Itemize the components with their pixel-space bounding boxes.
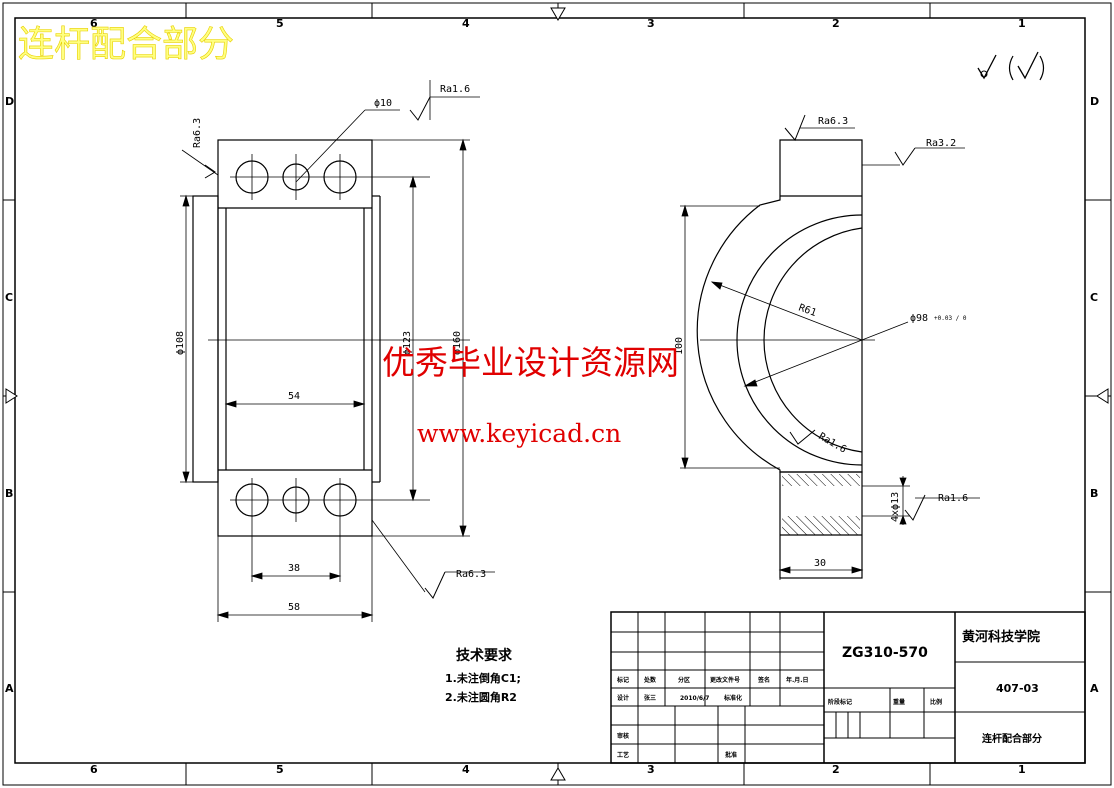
zone-col-top-0: 1: [1018, 17, 1026, 30]
zone-col-top-1: 2: [832, 17, 840, 30]
design-date: 2010/6/7: [680, 695, 709, 702]
right-view-labels: Ra6.3 Ra3.2 R61 ϕ98 +0.03 / 0 100 Ra1.6 …: [674, 116, 968, 569]
ra-holes-label: Ra1.6: [938, 493, 968, 504]
design-name: 张三: [644, 694, 656, 702]
dim-30-label: 30: [814, 558, 826, 569]
left-view-centerlines: [208, 154, 470, 522]
part-name: 连杆配合部分: [982, 732, 1042, 745]
design-standard: 标准化: [723, 694, 742, 702]
hole-dia-label: ϕ10: [374, 98, 392, 109]
zone-row-left-b: B: [5, 487, 13, 500]
title-block: [610, 611, 1086, 764]
small-count: 处数: [643, 676, 657, 684]
center-watermark: 优秀毕业设计资源网: [382, 343, 679, 382]
holes-label: 4xϕ13: [890, 492, 901, 522]
tech-title: 技术要求: [456, 647, 513, 664]
label-process: 工艺: [617, 751, 629, 759]
zone-col-top-2: 3: [647, 17, 655, 30]
radius-label: R61: [797, 302, 818, 319]
approve-label: 批准: [725, 751, 737, 759]
left-view-dimensions: [180, 80, 495, 622]
dim-58-label: 58: [288, 602, 300, 613]
school-name: 黄河科技学院: [962, 629, 1040, 645]
hatch-top: [782, 474, 860, 486]
centering-marks: [5, 7, 1109, 781]
dim-100-label: 100: [674, 337, 685, 355]
zone-row-right-b: B: [1090, 487, 1098, 500]
zone-col-bottom-0: 6: [90, 763, 98, 776]
roughness-symbol: [977, 51, 1045, 81]
zone-row-left-c: C: [5, 291, 13, 304]
small-date: 年.月.日: [786, 676, 809, 684]
ra-top-label: Ra1.6: [440, 84, 470, 95]
zone-col-bottom-2: 4: [462, 763, 470, 776]
zone-col-bottom-5: 1: [1018, 763, 1026, 776]
title-block-text: ZG310-570 黄河科技学院 407-03 连杆配合部分 标记 设计 审核 …: [616, 629, 1042, 759]
ra-top-label-right: Ra6.3: [818, 116, 848, 127]
weight-label: 重量: [893, 698, 905, 706]
small-doc: 更改文件号: [710, 676, 740, 684]
bore-dia-label: ϕ98: [910, 313, 928, 324]
zone-labels: 1 2 3 4 5 6 6 5 4 3 2 1 D C B A D C B A: [5, 17, 1099, 776]
center-url: www.keyicad.cn: [417, 419, 621, 448]
zone-ticks: [3, 3, 1111, 785]
dim-160-label: ϕ160: [452, 331, 463, 355]
zone-row-right-c: C: [1090, 291, 1098, 304]
ra-arc-label: Ra1.6: [817, 431, 849, 456]
ra-bottom-label: Ra6.3: [456, 569, 486, 580]
scale-label: 比例: [930, 698, 942, 706]
right-roughness-marks: [784, 114, 926, 521]
zone-row-right-d: D: [1090, 95, 1099, 108]
zone-col-bottom-3: 3: [647, 763, 655, 776]
zone-col-bottom-1: 5: [276, 763, 284, 776]
label-review: 审核: [617, 732, 629, 740]
right-view-dimensions: [680, 127, 980, 580]
left-view: [192, 139, 381, 537]
tech-requirements: 技术要求 1.未注倒角C1; 2.未注圆角R2: [445, 647, 521, 704]
left-view-labels: Ra6.3 Ra1.6 ϕ10 ϕ108 ϕ123 ϕ160 54 38 58 …: [175, 84, 486, 613]
dim-123-label: ϕ123: [402, 331, 413, 355]
inner-frame: [14, 17, 1086, 764]
zone-row-left-d: D: [5, 95, 14, 108]
dim-54-label: 54: [288, 391, 300, 402]
label-mark: 标记: [616, 676, 629, 684]
small-zone: 分区: [678, 676, 690, 684]
label-design: 设计: [617, 694, 629, 702]
dim-108-label: ϕ108: [175, 331, 186, 355]
left-roughness-marks: [204, 96, 446, 599]
zone-row-right-a: A: [1090, 682, 1099, 695]
zone-col-bottom-4: 2: [832, 763, 840, 776]
zone-col-top-4: 5: [276, 17, 284, 30]
zone-col-top-5: 6: [90, 17, 98, 30]
ra-right-label: Ra3.2: [926, 138, 956, 149]
small-sign: 签名: [757, 676, 770, 684]
sheet-code: 407-03: [996, 682, 1039, 695]
dim-38-label: 38: [288, 563, 300, 574]
bore-tol-label: +0.03 / 0: [934, 315, 967, 322]
stage-label: 阶段标记: [828, 698, 852, 706]
ra-top-left-label: Ra6.3: [192, 118, 203, 148]
tech-item-1: 1.未注倒角C1;: [445, 671, 521, 685]
zone-col-top-3: 4: [462, 17, 470, 30]
tech-item-2: 2.未注圆角R2: [445, 690, 517, 704]
header-watermark: 连杆配合部分: [18, 24, 234, 65]
hatch-bottom: [782, 516, 860, 535]
drawing-number: ZG310-570: [842, 645, 928, 661]
zone-row-left-a: A: [5, 682, 14, 695]
